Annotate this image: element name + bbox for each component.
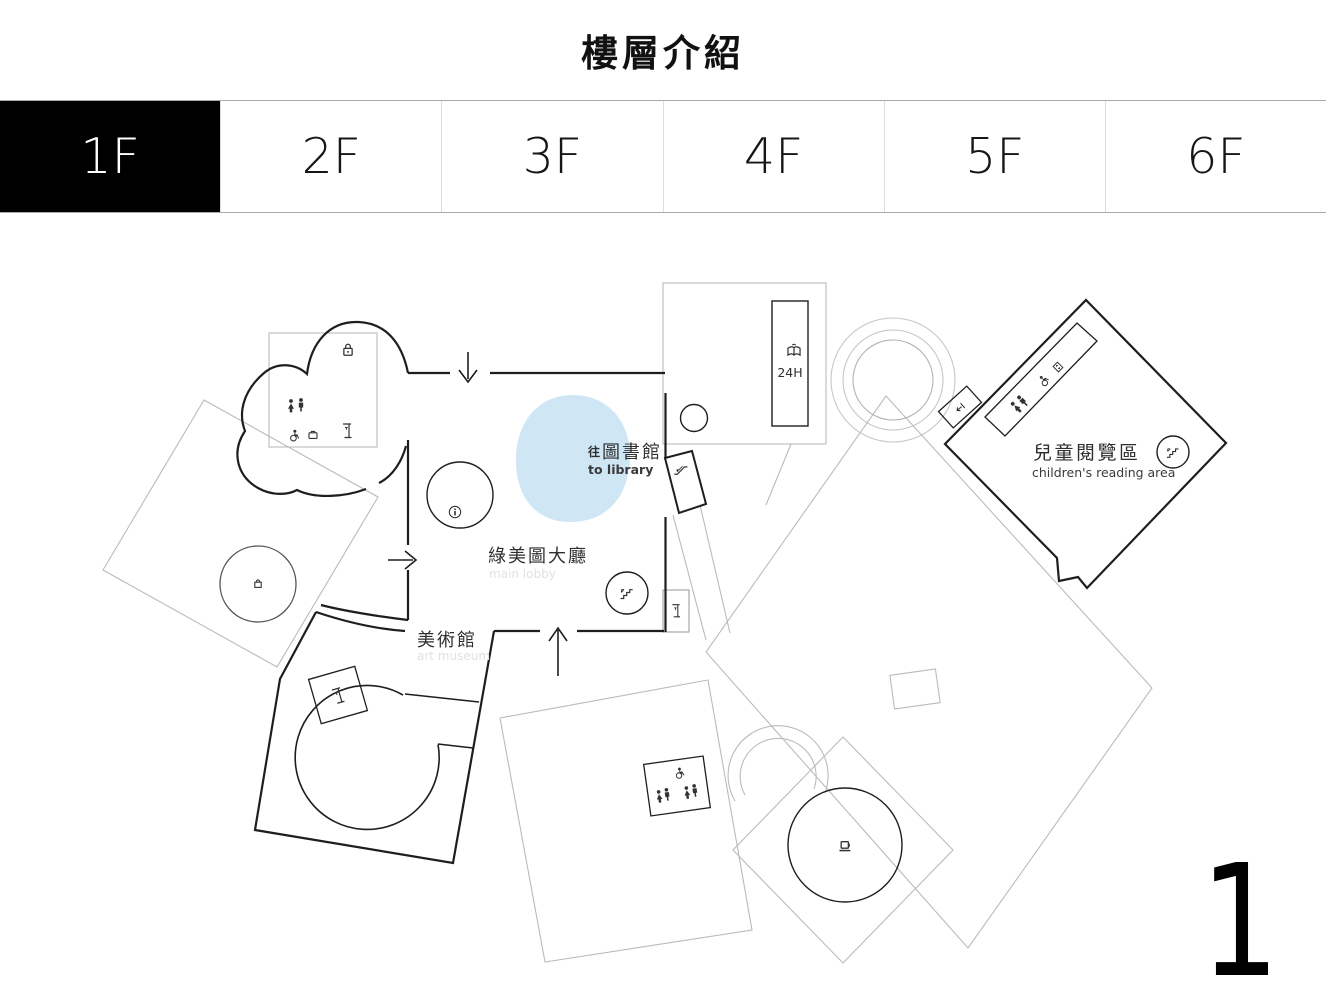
elevator-icon [1052,361,1064,373]
locker-icon [308,430,318,439]
art-museum-label: 美術館 [417,630,477,651]
corridor-curve-upper [320,603,409,622]
restroom-icon [288,399,294,413]
amenity-room-outline [268,332,378,448]
entrance-arrows [388,352,568,676]
tab-1f[interactable]: 1F [0,101,221,212]
fountain-box-outline [662,589,690,633]
restroom-icon [664,787,671,801]
floor-tab-bar: 1F 2F 3F 4F 5F 6F [0,100,1326,213]
children-area-outline [943,298,1228,590]
water-fountain-icon [671,604,681,618]
restroom-icon [683,785,691,800]
restroom-icon [298,398,304,412]
lobby-label-en: main lobby [489,567,556,581]
children-restroom-strip [984,322,1098,437]
accessible-icon [290,429,300,442]
escalator-icon [673,465,689,475]
children-strip-icons [1009,361,1064,414]
stairs-icon [1166,448,1179,458]
escalator-shaft [663,449,708,515]
hall-walls [406,371,667,633]
book-24h-icon [787,343,801,356]
restroom-icon [1016,394,1029,408]
tab-6f-label: 6F [1186,128,1246,185]
tab-3f-label: 3F [522,128,583,185]
garden-arc-inner [739,737,817,796]
children-corner-box [937,385,983,429]
restroom-icon [1009,400,1023,414]
background-building-outlines [102,282,1153,964]
floor-number-numeral: 1 [1201,833,1280,999]
page-title: 樓層介紹 [581,32,745,75]
west-wing-outline [102,399,379,668]
tab-2f-label: 2F [301,128,361,185]
down-arrow [458,352,478,384]
info-desk-circle [426,461,494,529]
children-stairs-circle [1156,435,1190,469]
hall-column-circle [679,403,709,433]
book-return-24h-box [771,300,809,427]
restroom-icon [655,789,663,804]
lock-icon [343,343,353,356]
corridor-guides [672,443,792,641]
cloud-lobby-outline [236,320,410,498]
tab-5f-label: 5F [965,128,1025,185]
library-label: 圖書館 [602,442,662,463]
library-label-en: to library [588,462,653,477]
cafe-wing-outline [732,736,954,964]
lobby-label: 綠美圖大廳 [488,546,588,567]
garden-arc-outer [727,725,829,802]
tab-3f[interactable]: 3F [441,101,663,212]
tab-1f-label: 1F [80,128,140,185]
stairs-icon [619,588,634,600]
right-arrow [388,550,418,570]
children-area-label: 兒童閱覽區 [1033,442,1141,464]
art-museum-label-en: art museum [417,649,490,663]
shop-circle [219,545,297,623]
tab-6f[interactable]: 6F [1104,101,1326,212]
book-return-24h-label: 24H [777,365,802,380]
main-building-outlines [219,298,1228,903]
info-icon [448,505,462,519]
library-highlight-blob [515,395,631,523]
east-wing-outline [705,395,1153,949]
cafe-icon [838,840,852,852]
south-wing-outline [499,679,753,963]
art-museum-outline [253,611,496,865]
ring-middle [842,329,944,431]
ring-inner [852,339,934,421]
book-return-icon [954,402,966,414]
plan-labels: 往 圖書館 to library 綠美圖大廳 main lobby 美術館 ar… [417,365,1279,999]
corridor-curve-lower [315,610,406,633]
restroom-icon [691,783,698,798]
header: 樓層介紹 [0,0,1326,100]
floor-plan-area: 往 圖書館 to library 綠美圖大廳 main lobby 美術館 ar… [0,213,1326,999]
accessible-icon [674,766,685,780]
ring-outer [830,317,956,443]
east-wing-small-room [889,668,941,710]
up-arrow [548,626,568,676]
south-restroom-icons [655,766,698,804]
tab-4f[interactable]: 4F [662,101,884,212]
facility-icons [254,343,1179,852]
tab-5f[interactable]: 5F [883,101,1105,212]
tab-4f-label: 4F [743,128,804,185]
south-restroom-box [642,755,712,817]
water-fountain-icon [342,423,353,439]
tab-2f[interactable]: 2F [220,101,442,212]
cafe-circle [787,787,903,903]
library-prefix: 往 [588,444,600,459]
book-return-room-outline [662,282,827,445]
museum-fountain-box [307,665,369,725]
children-area-label-en: children's reading area [1032,465,1175,480]
hall-stairs-circle [605,571,649,615]
museum-gallery-circle [294,684,440,831]
accessible-icon [1036,373,1051,388]
floor-plan-svg: 往 圖書館 to library 綠美圖大廳 main lobby 美術館 ar… [102,282,1279,999]
museum-gallery-passage [404,693,480,749]
